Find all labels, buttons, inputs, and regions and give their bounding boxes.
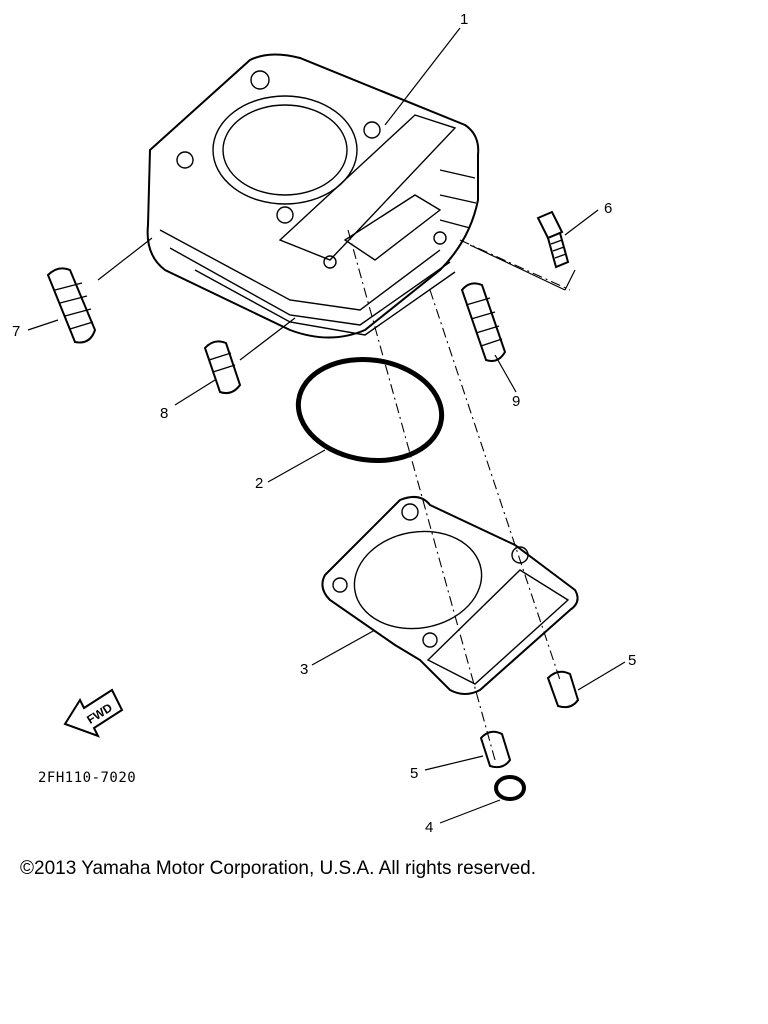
short-dowel-pin — [203, 340, 242, 395]
dowel-pin-right — [546, 670, 580, 709]
leader-lines — [27, 27, 626, 824]
diagram-code: 2FH110-7020 — [38, 770, 137, 786]
cylinder-gasket — [321, 495, 579, 695]
long-dowel-pin-left — [46, 267, 97, 344]
bolt — [536, 210, 570, 269]
callout-9: 9 — [512, 393, 520, 410]
callout-2: 2 — [255, 475, 263, 492]
copyright-notice: ©2013 Yamaha Motor Corporation, U.S.A. A… — [20, 858, 536, 879]
callout-6: 6 — [604, 200, 612, 217]
callout-4: 4 — [425, 819, 433, 836]
callout-8: 8 — [160, 405, 168, 422]
o-ring — [295, 356, 445, 464]
circlip — [494, 775, 526, 801]
callout-5-lower: 5 — [410, 765, 418, 782]
forward-arrow-icon: FWD — [63, 688, 124, 738]
cylinder-block — [146, 53, 480, 339]
long-dowel-pin-right — [460, 282, 507, 362]
callout-1: 1 — [460, 11, 468, 28]
callout-5-right: 5 — [628, 652, 636, 669]
exploded-parts-diagram: 1 2 3 4 5 5 6 7 8 9 FWD — [12, 11, 636, 836]
callout-3: 3 — [300, 661, 308, 678]
dowel-pin-lower — [479, 730, 512, 769]
callout-7: 7 — [12, 323, 20, 340]
